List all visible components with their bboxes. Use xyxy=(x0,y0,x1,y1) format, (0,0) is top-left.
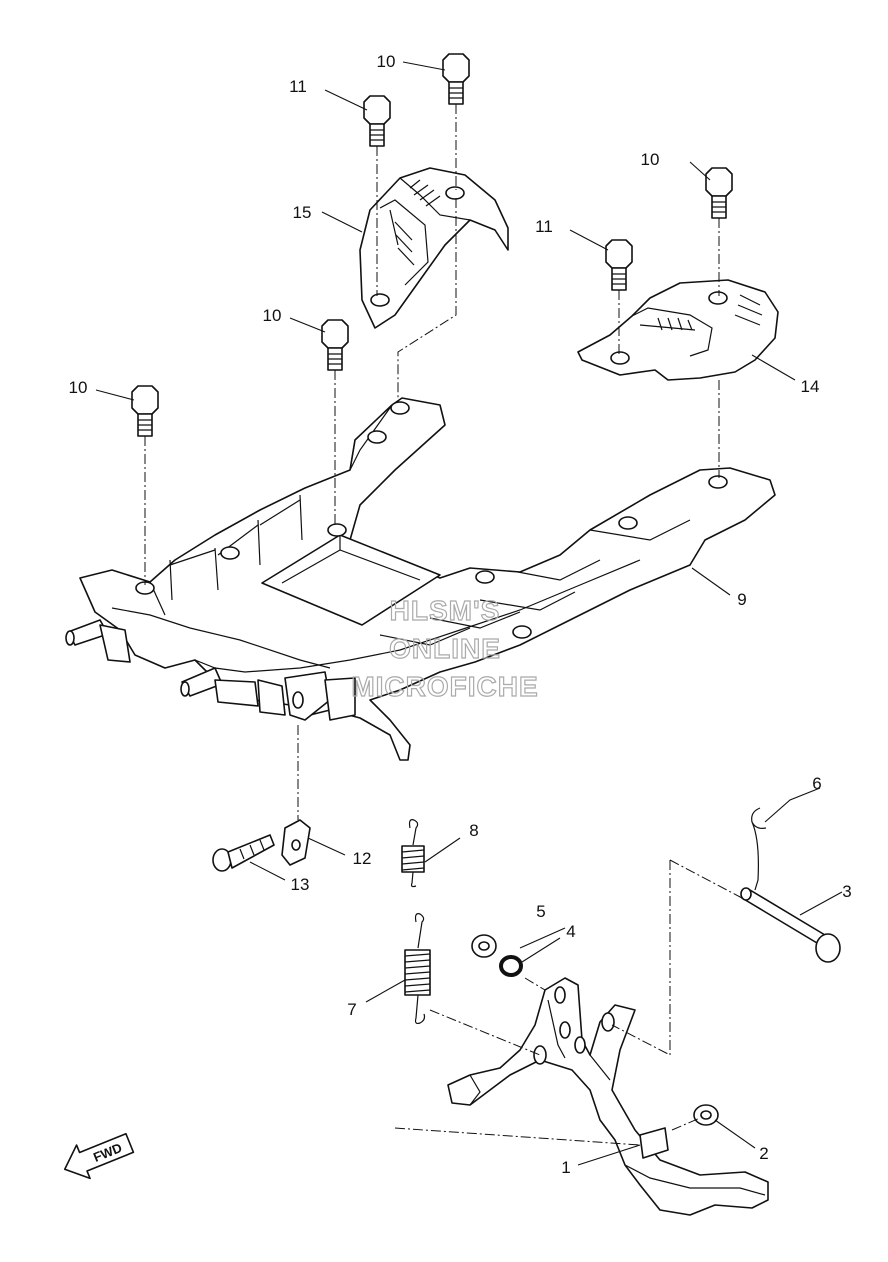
cover-part-15 xyxy=(359,167,509,329)
floor-frame-part-9 xyxy=(65,397,776,761)
clip-nut-part-12 xyxy=(281,819,311,866)
watermark-line-1: HLSM'S xyxy=(390,595,501,626)
callout-5: 5 xyxy=(536,902,545,921)
screw-part-13 xyxy=(212,834,275,872)
callout-11-top: 11 xyxy=(289,77,307,96)
watermark: HLSM'S ONLINE MICROFICHE xyxy=(351,594,539,702)
washer-part-2 xyxy=(693,1104,719,1126)
watermark-line-2: ONLINE xyxy=(389,633,501,664)
forward-arrow-icon: FWD xyxy=(63,1132,135,1180)
cover-part-14 xyxy=(577,279,779,381)
callout-13: 13 xyxy=(291,875,310,894)
leader-lines xyxy=(95,61,843,1166)
callout-3: 3 xyxy=(842,882,851,901)
bolt-10-top xyxy=(442,53,470,105)
washer-part-5 xyxy=(471,934,497,958)
o-ring-part-4 xyxy=(499,955,523,977)
spring-part-7 xyxy=(404,913,431,1025)
bolt-11-top xyxy=(363,95,391,147)
callout-11-right: 11 xyxy=(535,217,553,236)
callout-15: 15 xyxy=(293,203,312,222)
bolt-10-left xyxy=(131,385,159,437)
watermark-line-3: MICROFICHE xyxy=(351,671,538,702)
bolt-11-right xyxy=(605,239,633,291)
callout-7: 7 xyxy=(347,1000,356,1019)
cotter-pin-part-6 xyxy=(751,807,767,891)
center-stand-part-1 xyxy=(447,977,769,1216)
callout-2: 2 xyxy=(759,1144,768,1163)
callout-14: 14 xyxy=(801,377,820,396)
bolt-10-center xyxy=(321,319,349,371)
pin-part-3 xyxy=(740,887,841,963)
bolt-10-right xyxy=(705,167,733,219)
callout-6: 6 xyxy=(812,774,821,793)
callout-10-top: 10 xyxy=(377,52,396,71)
callout-10-right: 10 xyxy=(641,150,660,169)
callout-9: 9 xyxy=(737,590,746,609)
spring-part-8 xyxy=(401,819,425,888)
callout-10-center: 10 xyxy=(263,306,282,325)
callout-4: 4 xyxy=(566,922,575,941)
callout-10-left: 10 xyxy=(69,378,88,397)
callout-1: 1 xyxy=(561,1158,570,1177)
callout-12: 12 xyxy=(353,849,372,868)
callout-8: 8 xyxy=(469,821,478,840)
assembly-lines xyxy=(144,104,743,1146)
